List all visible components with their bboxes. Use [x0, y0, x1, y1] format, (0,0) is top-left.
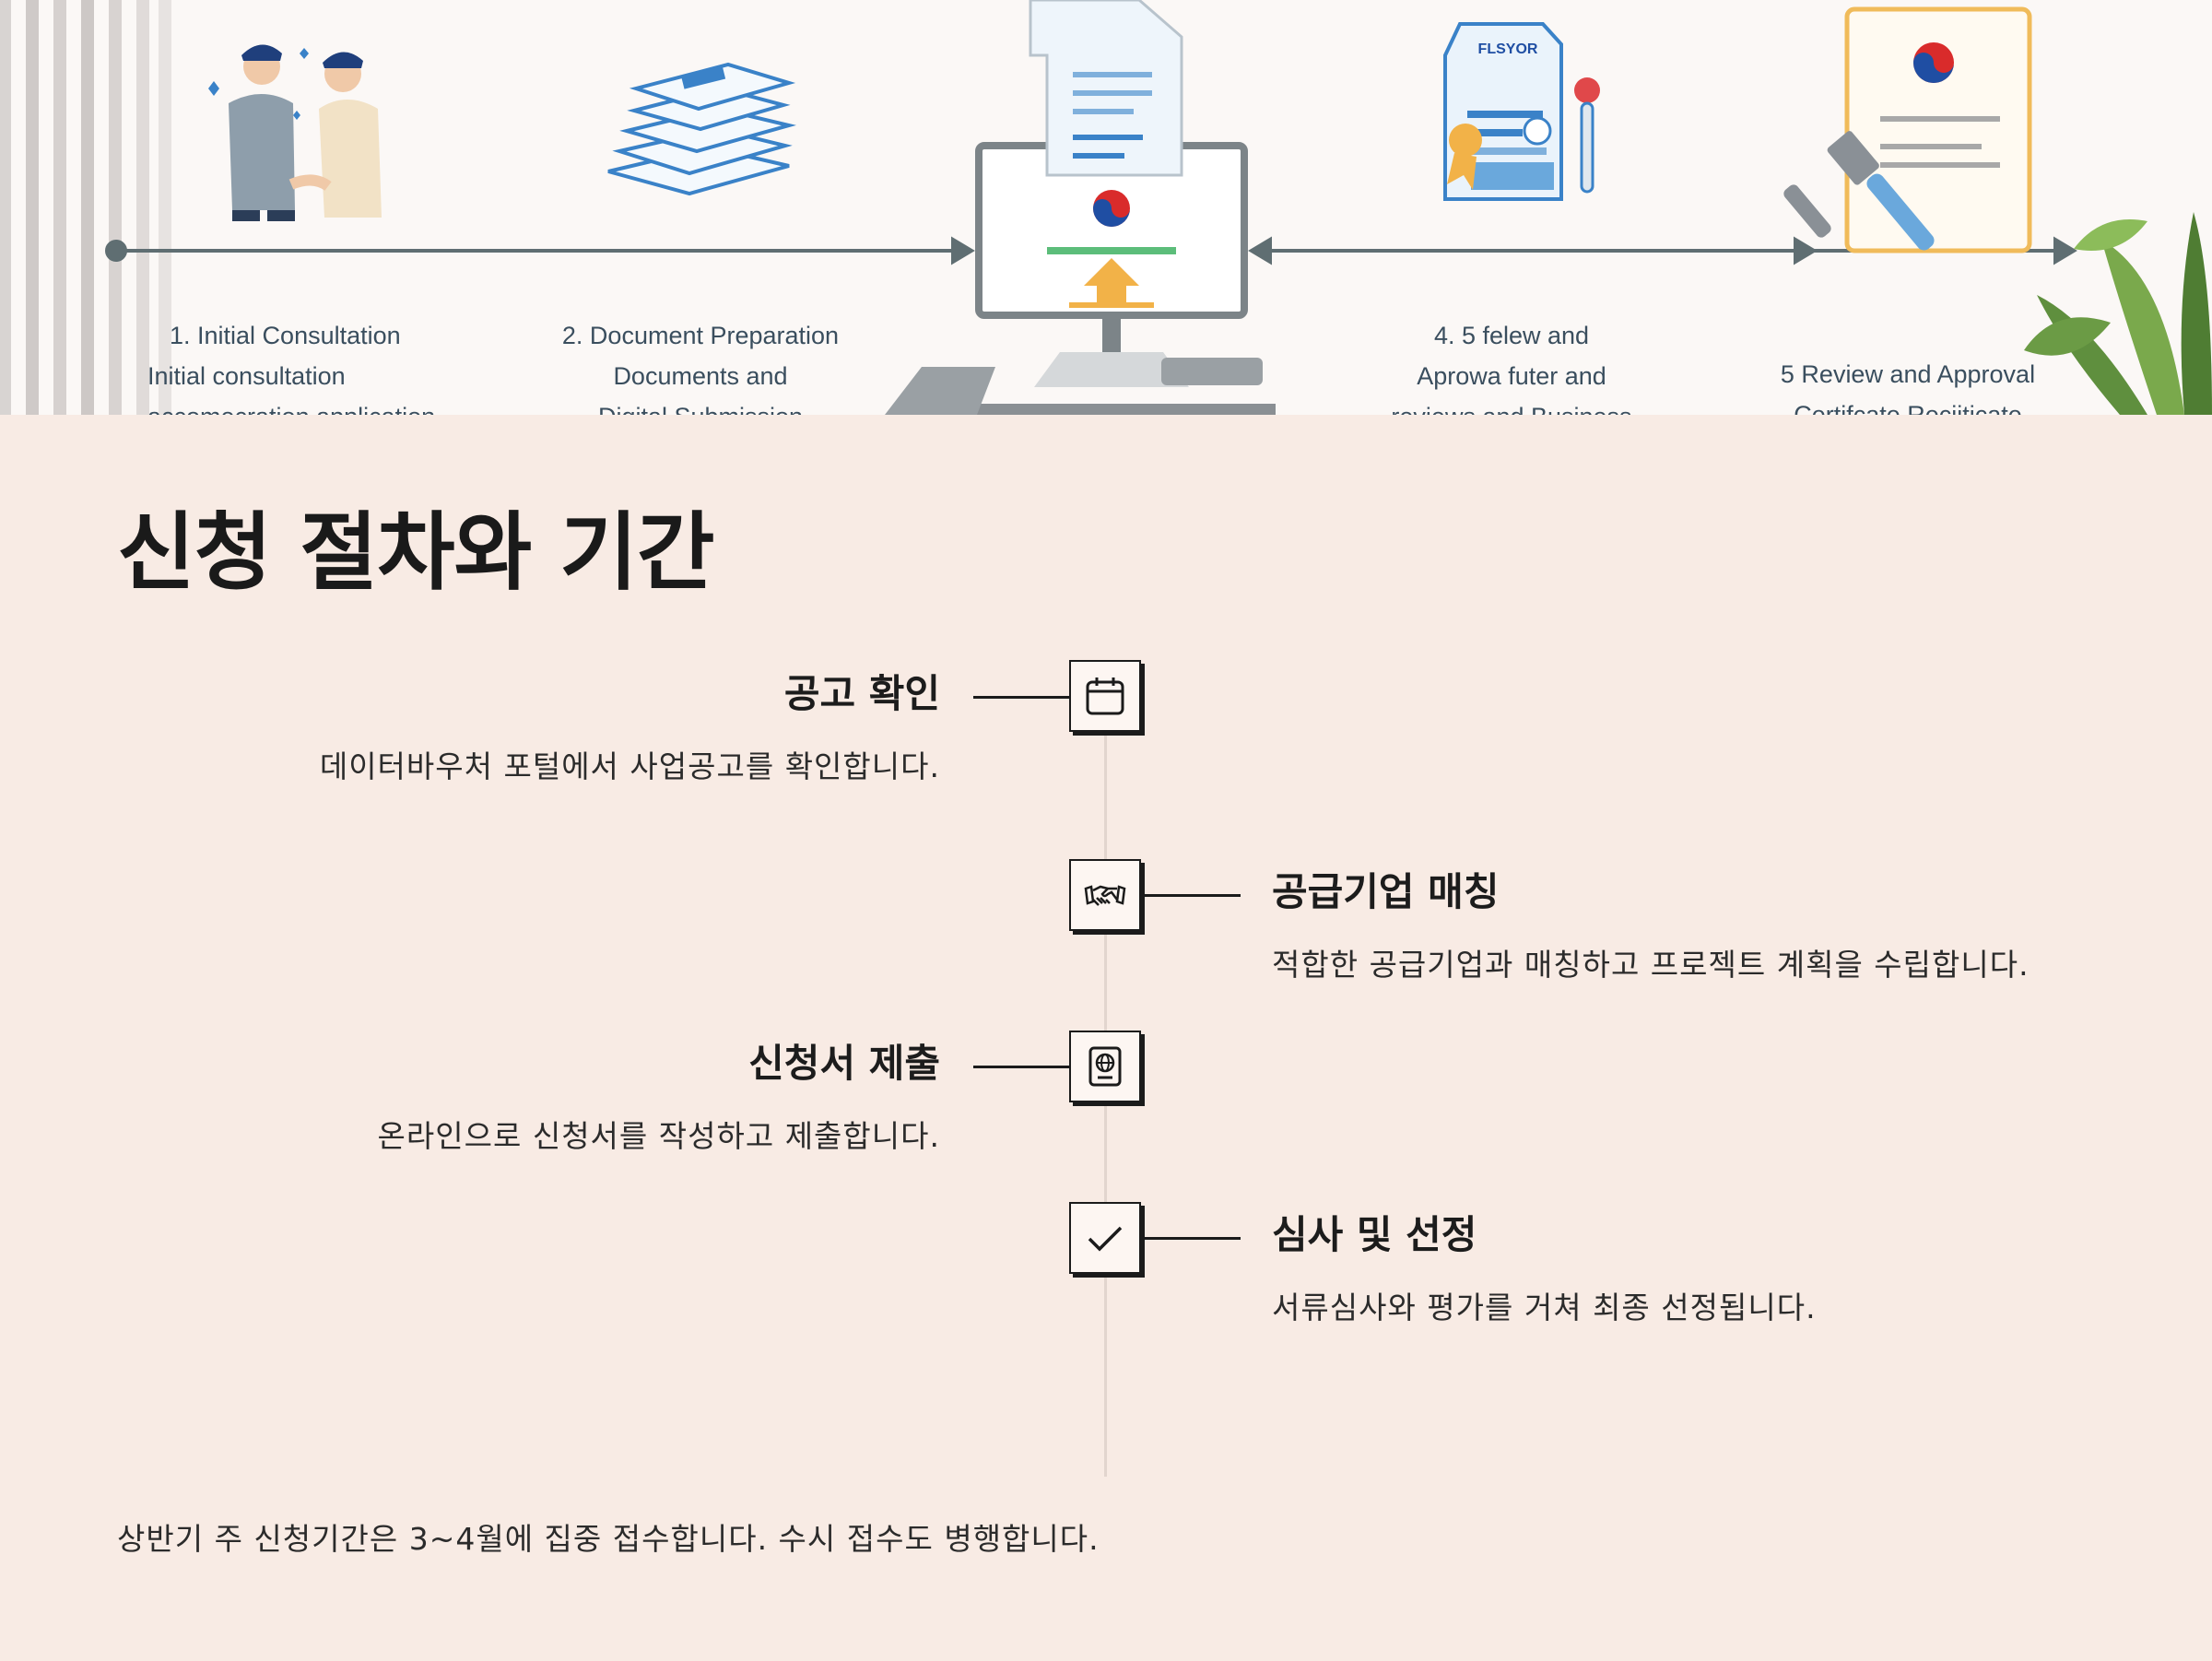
step-1-description: 데이터바우처 포털에서 사업공고를 확인합니다.	[319, 748, 940, 784]
step-4-title: 심사 및 선정	[1272, 1212, 1477, 1257]
step-3-icon-box	[1069, 1031, 1141, 1102]
banner-step-1-caption: 1. Initial Consultation Initial consulta…	[147, 315, 442, 415]
banner-step-2-line3: Digital Submission	[535, 396, 866, 415]
monitor-submission-illustration	[885, 0, 1276, 415]
step-3-description: 온라인으로 신청서를 작성하고 제출합니다.	[377, 1118, 940, 1154]
checkmark-icon	[1088, 1226, 1123, 1252]
document-stack-illustration	[607, 62, 796, 196]
banner-step-2-line2: Documents and	[613, 362, 788, 390]
calendar-icon	[1086, 677, 1124, 715]
banner-step-5-line2: Certifcate Recijticate	[1794, 401, 2022, 415]
page-title: 신청 절차와 기간	[117, 503, 715, 602]
plant-decoration	[2024, 212, 2212, 415]
banner-step-5-line1: 5 Review and Approval	[1780, 360, 2036, 388]
step-1-title: 공고 확인	[783, 671, 940, 716]
banner-step-4-caption: 4. 5 felew and Aprowa futer and reviews …	[1364, 315, 1659, 415]
banner-step-1-line1: 1. Initial Consultation	[170, 322, 401, 349]
banner-artwork: FLSYOR	[0, 0, 2212, 415]
step-1-connector	[973, 696, 1069, 699]
banner-step-1-line2: Initial consultation	[147, 362, 346, 390]
step-4-description: 서류심사와 평가를 거쳐 최종 선정됩니다.	[1272, 1290, 1817, 1325]
banner-step-4-line2: Aprowa futer and	[1417, 362, 1606, 390]
banner-step-4-line1: 4. 5 felew and	[1433, 322, 1590, 349]
banner-step-2-line1: 2. Document Preparation	[561, 322, 840, 349]
step-1-icon-box	[1069, 660, 1141, 732]
banner-step-2-caption: 2. Document Preparation Documents and Di…	[535, 315, 866, 415]
step-3-title: 신청서 제출	[748, 1041, 940, 1086]
approval-document-illustration	[1783, 6, 2032, 253]
step-4-icon-box	[1069, 1202, 1141, 1274]
banner-step-5-caption: 5 Review and Approval Certifcate Recijti…	[1751, 354, 2065, 415]
step-3-connector	[973, 1066, 1069, 1068]
passport-icon	[1088, 1046, 1122, 1087]
banner-step-4-line3: reviews and Business	[1364, 396, 1659, 415]
step-2-icon-box	[1069, 859, 1141, 931]
consultation-people-illustration	[208, 44, 382, 221]
step-4-connector	[1145, 1237, 1241, 1240]
certificate-illustration: FLSYOR	[1443, 22, 1600, 201]
banner-step-1-line3: accomecration application	[147, 396, 442, 415]
handshake-icon	[1084, 885, 1126, 906]
striped-wall	[0, 0, 171, 415]
step-2-connector	[1145, 894, 1241, 897]
step-2-description: 적합한 공급기업과 매칭하고 프로젝트 계획을 수립합니다.	[1272, 947, 2030, 983]
process-banner-illustration: FLSYOR 1. Initial Consultation Initial c…	[0, 0, 2212, 415]
step-2-title: 공급기업 매칭	[1272, 869, 1500, 914]
application-period-note: 상반기 주 신청기간은 3~4월에 집중 접수합니다. 수시 접수도 병행합니다…	[117, 1521, 1100, 1557]
certificate-label: FLSYOR	[1478, 41, 1538, 57]
